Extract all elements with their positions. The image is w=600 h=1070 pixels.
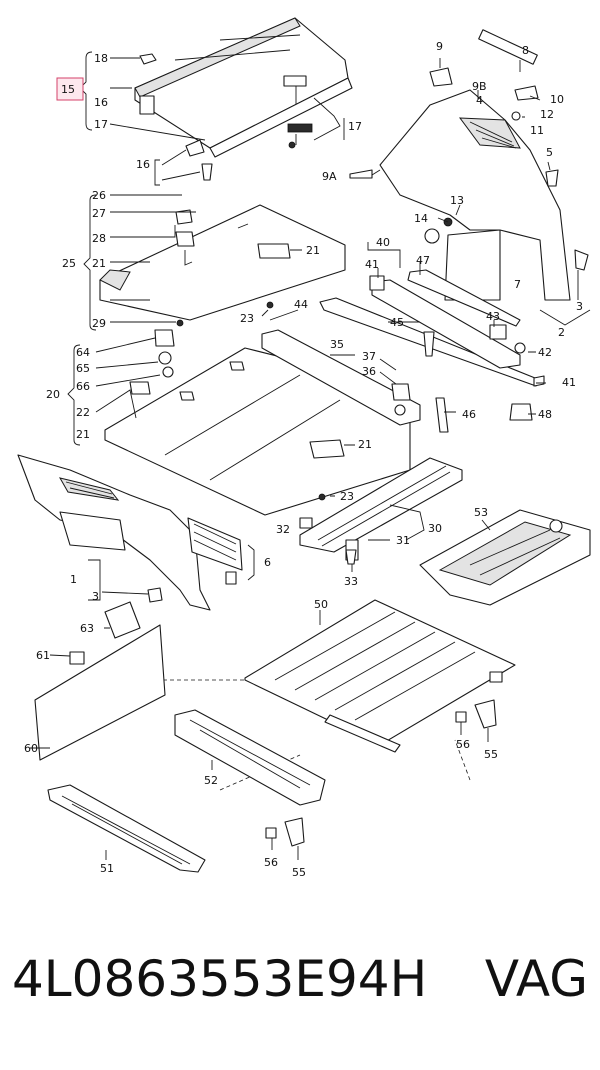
luggage-cover[interactable] xyxy=(134,17,353,158)
label-50: 50 xyxy=(314,598,328,611)
load-rails[interactable] xyxy=(261,269,545,433)
label-8: 8 xyxy=(522,44,529,57)
parts-diagram: 18 15 16 17 16 17 9 8 9B 4 10 12 11 5 9A… xyxy=(17,17,591,879)
label-60: 60 xyxy=(24,742,38,755)
label-29: 29 xyxy=(92,317,106,330)
label-46: 46 xyxy=(462,408,476,421)
leader-lines-left-trim xyxy=(88,544,255,601)
label-41b: 41 xyxy=(562,376,576,389)
label-25: 25 xyxy=(62,257,76,270)
label-61: 61 xyxy=(36,649,50,662)
floor-panel-lower[interactable] xyxy=(104,329,411,516)
label-64: 64 xyxy=(76,346,90,359)
label-43: 43 xyxy=(486,310,500,323)
side-trim-right[interactable] xyxy=(349,29,589,301)
storage-tray[interactable] xyxy=(419,509,591,606)
bracket-left[interactable] xyxy=(34,601,166,761)
side-trim-left[interactable] xyxy=(17,454,243,611)
label-3b: 3 xyxy=(92,590,99,603)
label-41a: 41 xyxy=(365,258,379,271)
label-51: 51 xyxy=(100,862,114,875)
label-36: 36 xyxy=(362,365,376,378)
clips-top xyxy=(139,53,213,181)
label-31: 31 xyxy=(396,534,410,547)
leader-lines-25 xyxy=(83,194,302,331)
label-30: 30 xyxy=(428,522,442,535)
label-18: 18 xyxy=(94,52,108,65)
label-66: 66 xyxy=(76,380,90,393)
leader-lines-cross xyxy=(105,760,213,860)
label-9b: 9B xyxy=(472,80,487,93)
leader-lines-top xyxy=(79,51,345,186)
label-17b: 17 xyxy=(348,120,362,133)
label-20: 20 xyxy=(46,388,60,401)
highlight-box-15 xyxy=(56,77,84,101)
cross-member-51[interactable] xyxy=(47,784,206,873)
label-53: 53 xyxy=(474,506,488,519)
label-48: 48 xyxy=(538,408,552,421)
floor-panel-upper[interactable] xyxy=(99,204,346,327)
label-32: 32 xyxy=(276,523,290,536)
label-21d: 21 xyxy=(358,438,372,451)
label-4: 4 xyxy=(476,94,483,107)
label-44: 44 xyxy=(294,298,308,311)
leader-lines-top-right xyxy=(371,58,591,326)
label-56b: 56 xyxy=(264,856,278,869)
label-15: 15 xyxy=(61,83,75,96)
label-16b: 16 xyxy=(136,158,150,171)
label-45: 45 xyxy=(390,316,404,329)
sill-cover[interactable] xyxy=(299,457,463,565)
label-21c: 21 xyxy=(76,428,90,441)
label-2: 2 xyxy=(558,326,565,339)
label-11: 11 xyxy=(530,124,544,137)
label-37: 37 xyxy=(362,350,376,363)
label-23b: 23 xyxy=(340,490,354,503)
brand-name: VAG xyxy=(484,950,588,1008)
label-35: 35 xyxy=(330,338,344,351)
label-6: 6 xyxy=(264,556,271,569)
label-12: 12 xyxy=(540,108,554,121)
label-14: 14 xyxy=(414,212,428,225)
label-27: 27 xyxy=(92,207,106,220)
label-33: 33 xyxy=(344,575,358,588)
label-16a: 16 xyxy=(94,96,108,109)
label-47: 47 xyxy=(416,254,430,267)
callout-labels: 18 15 16 17 16 17 9 8 9B 4 10 12 11 5 9A… xyxy=(24,40,583,879)
label-22: 22 xyxy=(76,406,90,419)
cross-member-52[interactable] xyxy=(174,709,326,806)
label-28: 28 xyxy=(92,232,106,245)
label-7: 7 xyxy=(514,278,521,291)
label-3: 3 xyxy=(576,300,583,313)
part-number: 4L0863553E94H xyxy=(12,950,428,1008)
leader-53 xyxy=(481,519,491,531)
clip-55-56-lower[interactable] xyxy=(265,817,305,847)
label-52: 52 xyxy=(204,774,218,787)
leader-lines-rails xyxy=(269,242,546,415)
label-26: 26 xyxy=(92,189,106,202)
label-23a: 23 xyxy=(240,312,254,325)
label-9: 9 xyxy=(436,40,443,53)
leader-lines-20 xyxy=(67,337,355,497)
label-56a: 56 xyxy=(456,738,470,751)
label-21b: 21 xyxy=(306,244,320,257)
leader-lines-30 xyxy=(351,504,425,572)
label-13: 13 xyxy=(450,194,464,207)
floor-pan[interactable] xyxy=(244,599,516,753)
leader-lines-clips xyxy=(271,722,489,860)
label-5: 5 xyxy=(546,146,553,159)
label-55b: 55 xyxy=(292,866,306,879)
label-1: 1 xyxy=(70,573,77,586)
leader-lines-brackets xyxy=(30,627,110,749)
label-55a: 55 xyxy=(484,748,498,761)
label-21a: 21 xyxy=(92,257,106,270)
label-10: 10 xyxy=(550,93,564,106)
label-40: 40 xyxy=(376,236,390,249)
clip-55-56-upper[interactable] xyxy=(455,699,497,729)
label-65: 65 xyxy=(76,362,90,375)
label-17a: 17 xyxy=(94,118,108,131)
label-63: 63 xyxy=(80,622,94,635)
label-42: 42 xyxy=(538,346,552,359)
label-9a: 9A xyxy=(322,170,337,183)
footer: 4L0863553E94H VAG xyxy=(0,950,600,1040)
